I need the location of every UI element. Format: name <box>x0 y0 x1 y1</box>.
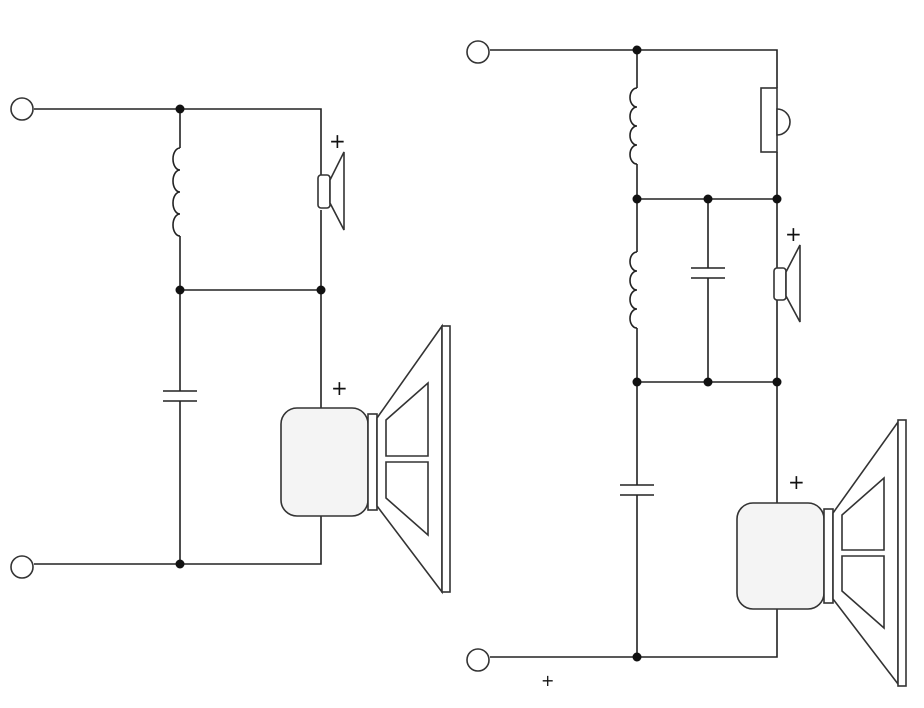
right-bottom-wire <box>490 609 778 658</box>
left-junction-mid-right <box>316 285 326 295</box>
right-terminal-top <box>466 40 490 64</box>
left-woofer-icon <box>280 323 451 595</box>
right-junction-bottom <box>632 652 642 662</box>
right-junction-lower-right <box>772 377 782 387</box>
left-woofer-polarity: + <box>331 376 348 400</box>
right-terminal-bottom <box>466 648 490 672</box>
left-terminal-bottom <box>10 555 34 579</box>
right-junction-upper-right <box>772 194 782 204</box>
left-tweeter-icon <box>317 151 345 231</box>
right-junction-lower-mid <box>703 377 713 387</box>
left-inductor <box>172 147 181 237</box>
right-lower-mid-wire <box>637 381 778 503</box>
left-junction-top <box>175 104 185 114</box>
right-junction-top <box>632 45 642 55</box>
right-capacitor-upper <box>691 267 725 279</box>
right-woofer-polarity: + <box>788 470 805 494</box>
right-junction-lower-left <box>632 377 642 387</box>
right-tweeter-icon <box>773 244 801 323</box>
right-inductor-upper <box>629 87 638 165</box>
right-crossover: + + + <box>466 40 907 690</box>
left-top-wire <box>34 108 322 175</box>
right-tweeter-polarity: + <box>785 222 802 246</box>
left-capacitor <box>163 390 197 402</box>
right-woofer-icon <box>736 419 907 687</box>
right-junction-upper-mid <box>703 194 713 204</box>
right-supertweeter-icon <box>760 87 791 153</box>
left-junction-bottom <box>175 559 185 569</box>
left-bottom-wire <box>34 516 322 565</box>
stray-plus-mark: + <box>541 671 554 690</box>
left-tweeter-polarity: + <box>329 129 346 153</box>
right-capacitor-lower <box>620 484 654 496</box>
right-junction-upper-left <box>632 194 642 204</box>
left-terminal-top <box>10 97 34 121</box>
right-top-wire <box>490 49 778 88</box>
right-inductor-lower <box>629 251 638 329</box>
left-crossover: + + <box>10 97 451 595</box>
left-junction-mid-left <box>175 285 185 295</box>
